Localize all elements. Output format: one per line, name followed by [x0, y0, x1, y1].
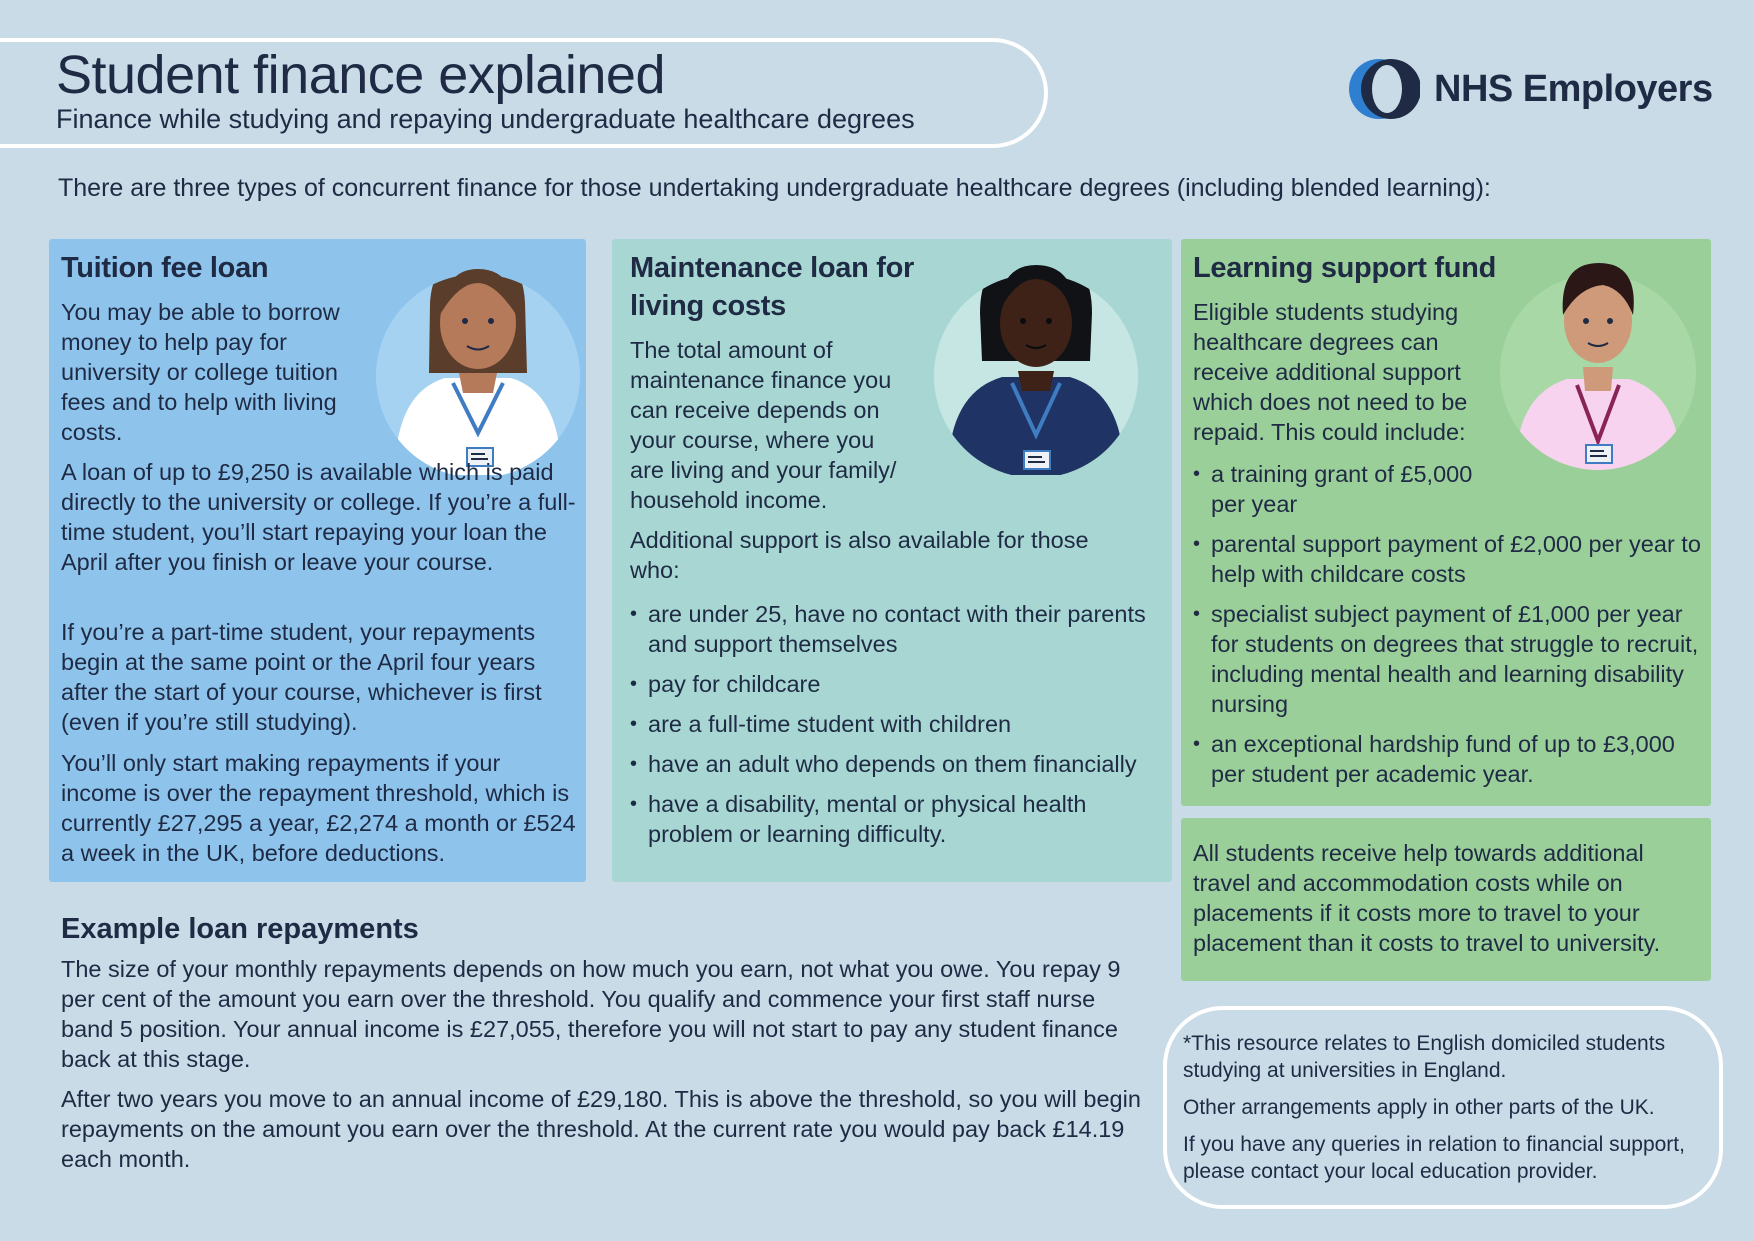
list-item: a training grant of £5,000 per year — [1193, 459, 1483, 519]
learning-bullet-list: a training grant of £5,000 per year pare… — [1193, 459, 1705, 799]
tuition-heading: Tuition fee loan — [61, 252, 269, 284]
footnote-para-3: If you have any queries in relation to f… — [1183, 1133, 1685, 1183]
list-item: pay for childcare — [630, 669, 1170, 699]
page-subtitle: Finance while studying and repaying unde… — [56, 104, 915, 134]
list-item: have an adult who depends on them financ… — [630, 749, 1170, 779]
logo-text: NHS Employers — [1434, 68, 1713, 110]
learning-heading: Learning support fund — [1193, 252, 1497, 284]
list-item: specialist subject payment of £1,000 per… — [1193, 599, 1705, 719]
learning-para-1: Eligible students studying healthcare de… — [1193, 299, 1468, 445]
travel-text: All students receive help towards additi… — [1193, 840, 1661, 956]
page-title: Student finance explained — [56, 45, 665, 105]
list-item: an exceptional hardship fund of up to £3… — [1193, 729, 1705, 789]
maintenance-bullet-list: are under 25, have no contact with their… — [630, 599, 1170, 859]
footnote-box: *This resource relates to English domici… — [1163, 1006, 1723, 1209]
learning-support-fund-card: Learning support fund Eligible students … — [1181, 239, 1711, 806]
maintenance-heading: Maintenance loan for living costs — [630, 252, 915, 322]
nurse-white-uniform-avatar-icon — [376, 269, 580, 475]
list-item: are under 25, have no contact with their… — [630, 599, 1170, 659]
tuition-para-3: If you’re a part-time student, your repa… — [61, 619, 542, 735]
nurse-navy-uniform-avatar-icon — [934, 265, 1138, 475]
tuition-para-4: You’ll only start making repayments if y… — [61, 750, 576, 866]
repayments-para-1: The size of your monthly repayments depe… — [61, 956, 1121, 1072]
tuition-fee-loan-card: Tuition fee loan You may be able to borr… — [49, 239, 586, 882]
list-item: are a full-time student with children — [630, 709, 1170, 739]
title-frame — [0, 38, 1048, 148]
nhs-employers-logo-icon — [1349, 59, 1420, 119]
nurse-pink-uniform-avatar-icon — [1500, 263, 1696, 470]
maintenance-loan-card: Maintenance loan for living costs The to… — [612, 239, 1172, 882]
nhs-employers-logo[interactable]: NHS Employers — [1348, 58, 1713, 120]
maintenance-para-1: The total amount of maintenance finance … — [630, 337, 897, 513]
maintenance-para-2: Additional support is also available for… — [630, 527, 1089, 583]
list-item: parental support payment of £2,000 per y… — [1193, 529, 1705, 589]
repayments-heading: Example loan repayments — [61, 913, 419, 945]
example-repayments-section: Example loan repayments The size of your… — [61, 910, 1141, 1184]
list-item: have a disability, mental or physical he… — [630, 789, 1170, 849]
footnote-para-2: Other arrangements apply in other parts … — [1183, 1096, 1655, 1119]
repayments-para-2: After two years you move to an annual in… — [61, 1086, 1141, 1172]
travel-support-card: All students receive help towards additi… — [1181, 818, 1711, 981]
tuition-para-2: A loan of up to £9,250 is available whic… — [61, 459, 576, 575]
intro-text: There are three types of concurrent fina… — [58, 174, 1491, 202]
footnote-para-1: *This resource relates to English domici… — [1183, 1032, 1666, 1082]
tuition-para-1: You may be able to borrow money to help … — [61, 299, 340, 445]
